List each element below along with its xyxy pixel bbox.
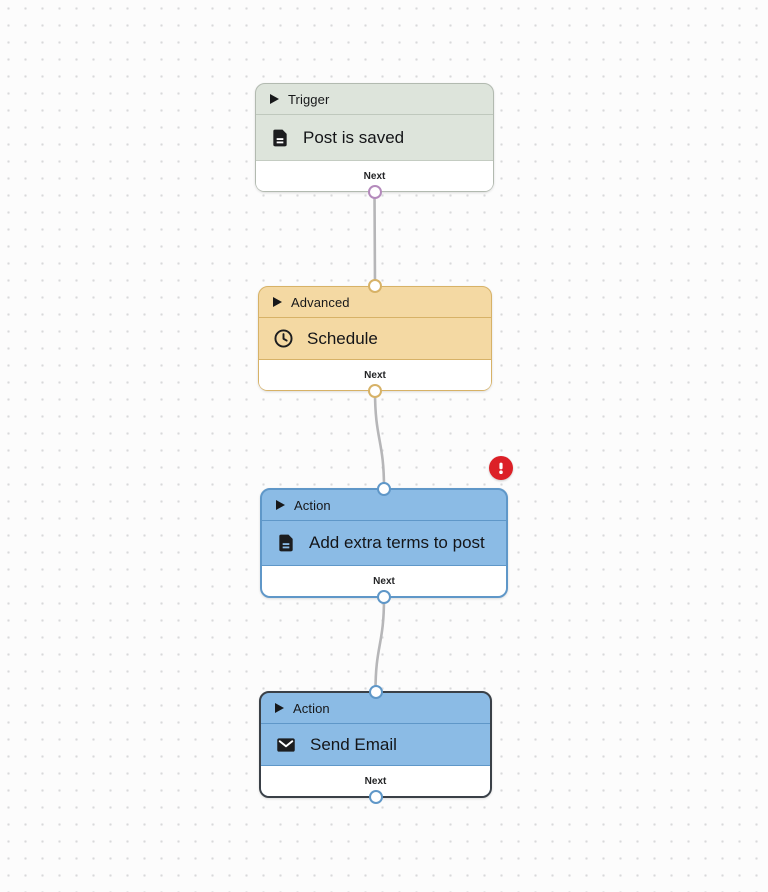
output-port[interactable] [368, 790, 383, 804]
node-header[interactable]: Action [262, 490, 506, 521]
output-port[interactable] [377, 590, 391, 604]
node-action-add-extra-terms[interactable]: Action Add extra terms to post Next [260, 482, 508, 604]
input-port[interactable] [368, 279, 382, 293]
node-advanced-schedule[interactable]: Advanced Schedule Next [258, 279, 492, 398]
output-label: Next [364, 775, 387, 787]
node-body[interactable]: Add extra terms to post [262, 521, 506, 565]
node-body[interactable]: Post is saved [256, 115, 493, 160]
input-port[interactable] [377, 482, 391, 496]
clock-icon [273, 328, 294, 349]
node-header[interactable]: Action [261, 693, 490, 724]
output-port[interactable] [368, 384, 382, 398]
node-title: Post is saved [303, 127, 405, 147]
node-category-label: Action [293, 700, 330, 716]
output-label: Next [364, 369, 386, 381]
node-trigger-post-is-saved[interactable]: Trigger Post is saved Next [255, 83, 494, 199]
node-action-send-email[interactable]: Action Send Email Next [259, 685, 492, 804]
collapse-toggle-icon[interactable] [273, 297, 282, 307]
document-icon [276, 533, 296, 553]
input-port[interactable] [368, 685, 383, 699]
node-category-label: Trigger [288, 91, 330, 107]
node-category-label: Advanced [291, 294, 350, 310]
node-title: Send Email [310, 734, 397, 754]
node-body[interactable]: Send Email [261, 724, 490, 765]
node-output-row: Next [261, 765, 490, 796]
mail-icon [275, 735, 297, 755]
exclamation-icon [494, 461, 508, 475]
node-header[interactable]: Trigger [256, 84, 493, 115]
collapse-toggle-icon[interactable] [276, 500, 285, 510]
node-title: Schedule [307, 328, 378, 348]
collapse-toggle-icon[interactable] [275, 703, 284, 713]
error-badge[interactable] [489, 456, 513, 480]
output-label: Next [363, 170, 386, 182]
wire-advanced-to-action1[interactable] [373, 389, 386, 490]
node-output-row: Next [256, 160, 493, 191]
node-body[interactable]: Schedule [259, 318, 491, 359]
document-icon [270, 128, 290, 148]
output-port[interactable] [367, 185, 382, 199]
collapse-toggle-icon[interactable] [270, 94, 279, 104]
node-title: Add extra terms to post [309, 533, 485, 552]
node-category-label: Action [294, 497, 331, 513]
wire-action1-to-action2[interactable] [374, 596, 386, 693]
node-header[interactable]: Advanced [259, 287, 491, 318]
output-label: Next [373, 575, 395, 587]
wire-trigger-to-advanced[interactable] [373, 190, 377, 288]
